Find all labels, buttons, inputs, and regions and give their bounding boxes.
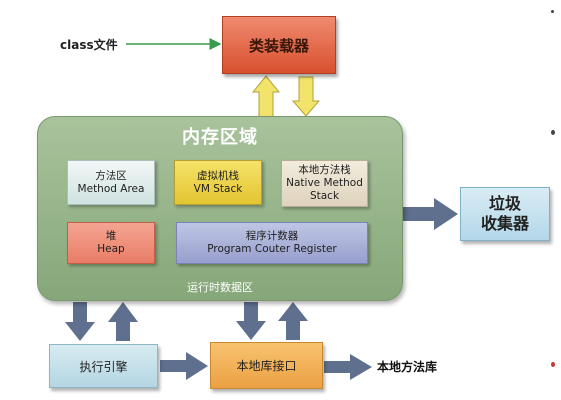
arrow-memory-to-engine xyxy=(65,302,95,341)
class-file-label: class文件 xyxy=(60,38,118,52)
native-interface-box: 本地库接口 xyxy=(210,342,323,389)
arrow-loader-to-memory xyxy=(291,76,321,117)
arrow-memory-to-gc xyxy=(403,198,458,230)
execution-engine-label: 执行引擎 xyxy=(79,359,128,374)
heap-en: Heap xyxy=(97,243,125,255)
native-method-stack-box: 本地方法栈 Native Method Stack xyxy=(281,160,368,207)
edge-artifact-dot xyxy=(551,362,555,367)
program-counter-box: 程序计数器 Program Couter Register xyxy=(176,222,368,264)
native-stack-zh: 本地方法栈 xyxy=(298,164,351,176)
memory-area-box xyxy=(37,116,403,301)
method-area-en: Method Area xyxy=(77,182,145,195)
program-counter-en: Program Couter Register xyxy=(207,243,337,255)
garbage-collector-box: 垃圾 收集器 xyxy=(460,187,550,241)
arrow-memory-to-native-iface xyxy=(236,302,266,340)
vm-stack-zh: 虚拟机栈 xyxy=(197,169,239,182)
heap-box: 堆 Heap xyxy=(67,222,155,264)
arrow-memory-to-loader xyxy=(251,75,281,118)
class-loader-label: 类装载器 xyxy=(248,36,309,55)
edge-artifact-dot xyxy=(551,130,555,135)
program-counter-zh: 程序计数器 xyxy=(245,230,299,242)
garbage-collector-line2: 收集器 xyxy=(480,214,529,233)
native-stack-en-line1: Native Method xyxy=(286,177,363,189)
native-method-library-label: 本地方法库 xyxy=(377,360,438,374)
memory-area-title: 内存区域 xyxy=(182,127,258,148)
native-interface-label: 本地库接口 xyxy=(236,359,297,373)
runtime-data-area-label: 运行时数据区 xyxy=(187,281,253,294)
heap-zh: 堆 xyxy=(105,230,117,242)
method-area-zh: 方法区 xyxy=(95,169,127,182)
method-area-box: 方法区 Method Area xyxy=(67,160,155,205)
arrow-engine-to-native-iface xyxy=(160,352,208,380)
edge-artifact-dot xyxy=(551,10,554,13)
arrow-native-iface-to-memory xyxy=(278,302,308,340)
garbage-collector-line1: 垃圾 xyxy=(488,194,521,213)
vm-stack-en: VM Stack xyxy=(193,182,243,195)
native-stack-en-line2: Stack xyxy=(309,190,340,202)
execution-engine-box: 执行引擎 xyxy=(49,344,158,388)
arrow-engine-to-memory xyxy=(108,302,138,341)
vm-stack-box: 虚拟机栈 VM Stack xyxy=(174,160,262,205)
arrow-native-iface-to-library xyxy=(324,354,372,380)
class-loader-box: 类装载器 xyxy=(222,16,336,74)
